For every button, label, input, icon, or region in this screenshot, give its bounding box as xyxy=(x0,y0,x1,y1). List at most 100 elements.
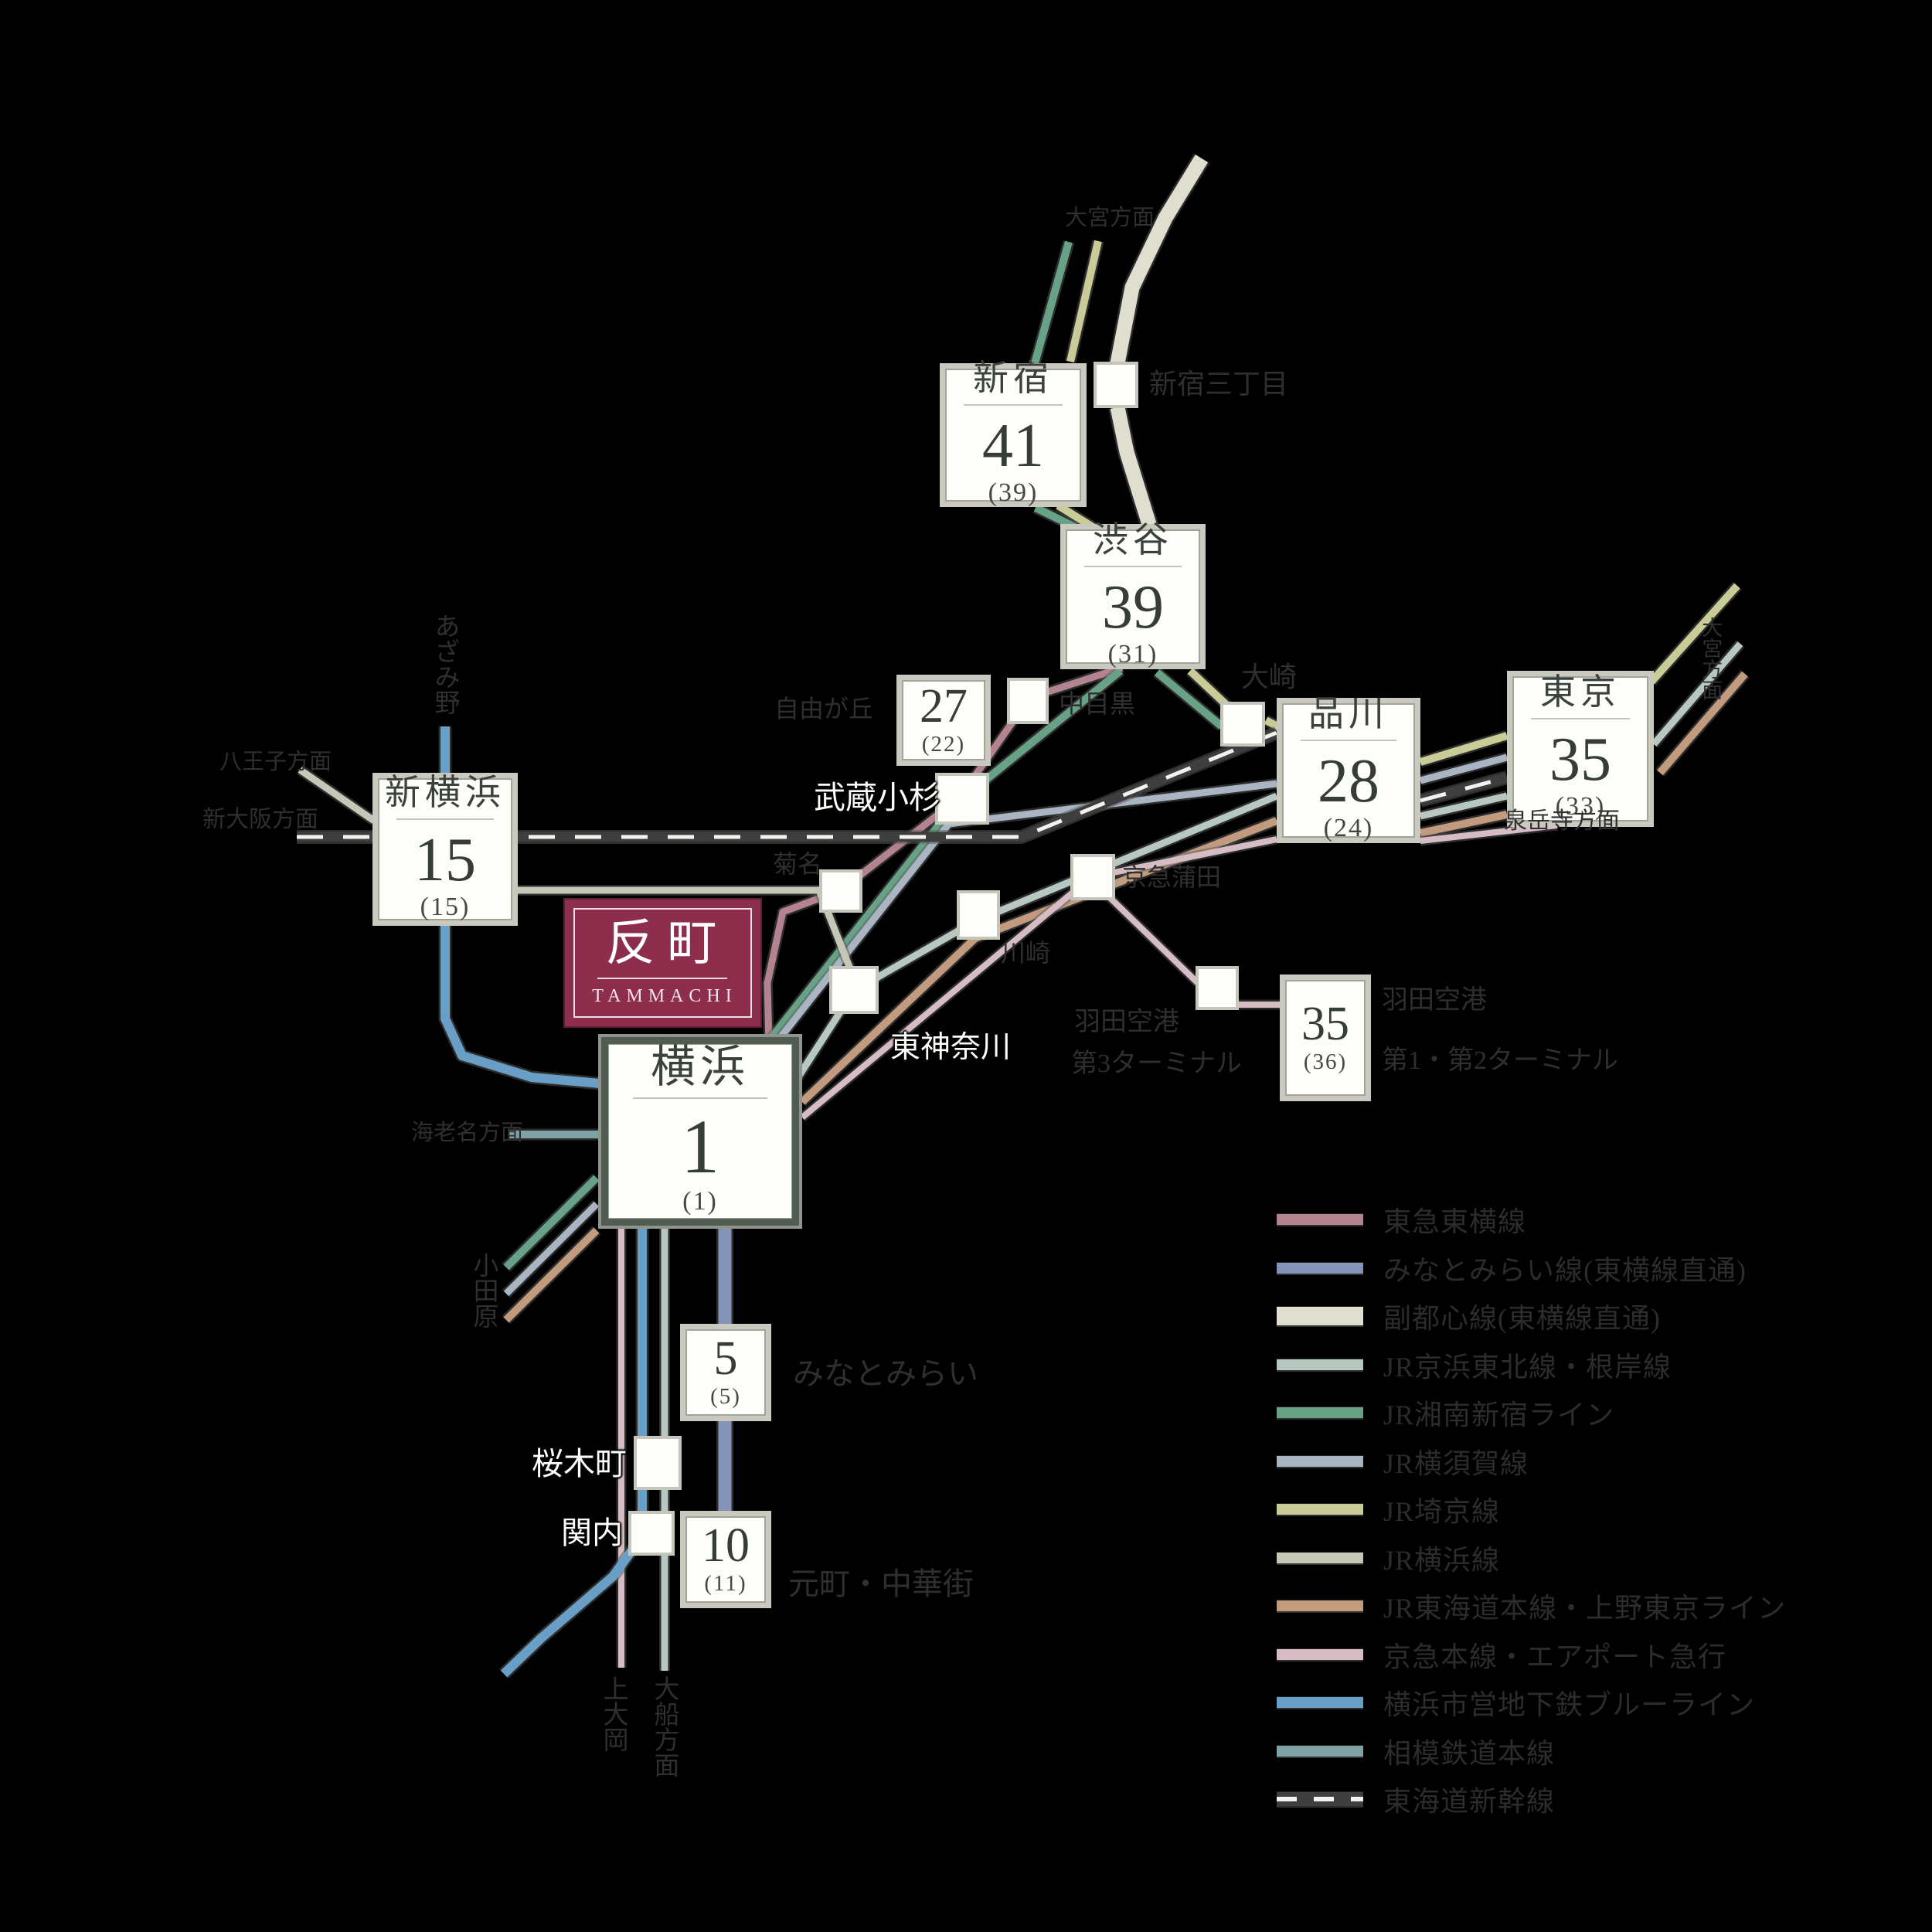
tokaido-ueno-tokyo-line xyxy=(1657,671,1748,776)
travel-minutes-alt: (39) xyxy=(988,478,1039,507)
station-name: 新横浜 xyxy=(385,772,505,812)
station-box-musashi-kosugi-min: 27(22) xyxy=(896,675,991,766)
travel-minutes: 5 xyxy=(713,1332,738,1385)
saikyo-line xyxy=(1648,583,1740,685)
station-box-shinjuku: 新宿 41(39) xyxy=(940,360,1087,507)
blue-line-line xyxy=(440,926,600,1088)
faded-label-海老名方面: 海老名方面 xyxy=(411,1121,524,1145)
station-box-inner: 35(36) xyxy=(1285,980,1366,1096)
legend-row-京急本線・エアポート急行: 京急本線・エアポート急行 xyxy=(1277,1638,1726,1672)
station-box-minatomirai-min: 5(5) xyxy=(680,1324,771,1421)
station-label-桜木町: 桜木町 xyxy=(532,1446,627,1481)
station-box-inner: 10(11) xyxy=(685,1516,766,1603)
legend-swatch xyxy=(1277,1359,1363,1370)
fukutoshin-line xyxy=(1110,406,1159,534)
tokaido-ueno-tokyo-line xyxy=(503,1227,600,1323)
shonan-shinjuku-line xyxy=(503,1175,600,1270)
station-marker-haneda-t3 xyxy=(1196,966,1239,1010)
faded-label-新宿三丁目: 新宿三丁目 xyxy=(1149,369,1289,400)
legend-label: JR横浜線 xyxy=(1383,1544,1501,1576)
station-name: 品川 xyxy=(1308,693,1389,733)
shonan-shinjuku-line xyxy=(1154,669,1225,730)
tokaido-ueno-tokyo-line xyxy=(1419,811,1509,837)
station-box-inner: 品川 28(24) xyxy=(1282,696,1415,842)
legend-label: 京急本線・エアポート急行 xyxy=(1383,1641,1727,1672)
travel-minutes-alt: (36) xyxy=(1303,1049,1348,1074)
travel-minutes-alt: (5) xyxy=(710,1383,741,1409)
faded-label-自由が丘: 自由が丘 xyxy=(774,695,874,723)
faded-label-小田原: 小田原 xyxy=(468,1252,497,1328)
station-name: 渋谷 xyxy=(1093,519,1173,560)
legend-row-みなとみらい線(東横線直通): みなとみらい線(東横線直通) xyxy=(1277,1251,1747,1286)
legend-swatch xyxy=(1277,1600,1363,1611)
jr-yokohama-line-line xyxy=(298,767,376,824)
legend-swatch xyxy=(1277,1745,1363,1757)
legend-swatch xyxy=(1277,1214,1363,1225)
tokaido-shinkansen-dashes xyxy=(297,730,1277,839)
station-marker-kannai xyxy=(628,1511,675,1556)
travel-minutes-alt: (31) xyxy=(1107,639,1158,668)
legend-label: 横浜市営地下鉄ブルーライン xyxy=(1383,1689,1756,1720)
faded-label-上大岡: 上大岡 xyxy=(598,1675,627,1752)
legend-swatch xyxy=(1277,1648,1363,1660)
legend-label: JR東海道本線・上野東京ライン xyxy=(1383,1593,1787,1624)
station-box-inner: 5(5) xyxy=(685,1329,766,1416)
legend-label: みなとみらい線(東横線直通) xyxy=(1383,1254,1747,1286)
property-station-romaji: TAMMACHI xyxy=(592,986,737,1006)
legend-swatch xyxy=(1277,1455,1363,1467)
faded-label-新大阪方面: 新大阪方面 xyxy=(202,807,318,832)
keihin-tohoku-negishi-line xyxy=(794,792,1278,1080)
yokosuka-line xyxy=(1419,753,1509,784)
faded-label-みなとみらい: みなとみらい xyxy=(793,1356,978,1391)
travel-minutes: 41 xyxy=(982,411,1044,480)
keihin-tohoku-negishi-line xyxy=(1651,641,1743,747)
station-name: 新宿 xyxy=(973,358,1053,398)
faded-label-第3ターミナル: 第3ターミナル xyxy=(1071,1049,1242,1078)
station-box-haneda-min: 35(36) xyxy=(1280,975,1371,1101)
station-name: 横浜 xyxy=(650,1041,750,1092)
station-box-motomachi-min: 10(11) xyxy=(680,1511,771,1608)
faded-label-大崎: 大崎 xyxy=(1241,662,1298,692)
legend-swatch xyxy=(1277,1792,1363,1806)
legend-swatch xyxy=(1277,1552,1363,1563)
keikyu-line xyxy=(1420,822,1558,844)
station-label-武蔵小杉: 武蔵小杉 xyxy=(814,780,940,815)
station-label-関内: 関内 xyxy=(561,1515,623,1550)
legend-swatch-dashes xyxy=(1277,1797,1363,1801)
legend-swatch xyxy=(1277,1262,1363,1274)
station-box-divider xyxy=(396,818,494,820)
travel-minutes: 35 xyxy=(1301,997,1349,1050)
station-box-divider xyxy=(1300,739,1397,741)
travel-minutes-alt: (22) xyxy=(921,731,966,757)
travel-minutes: 35 xyxy=(1549,725,1611,794)
station-box-inner: 新宿 41(39) xyxy=(945,360,1081,507)
travel-minutes-alt: (24) xyxy=(1323,813,1374,842)
faded-label-大宮方面: 大宮方面 xyxy=(1699,617,1723,700)
travel-minutes: 28 xyxy=(1318,747,1379,815)
faded-label-大宮方面: 大宮方面 xyxy=(1065,206,1155,230)
legend-label: JR湘南新宿ライン xyxy=(1383,1400,1615,1430)
legend-row-JR京浜東北線・根岸線: JR京浜東北線・根岸線 xyxy=(1277,1348,1672,1383)
station-marker-sakuragicho xyxy=(634,1436,682,1490)
station-marker-keikyu-kamata xyxy=(1070,854,1115,900)
station-marker-osaki xyxy=(1220,702,1265,747)
legend-label: 相模鉄道本線 xyxy=(1383,1737,1556,1769)
legend-row-JR横須賀線: JR横須賀線 xyxy=(1277,1444,1529,1479)
legend-label: 副都心線(東横線直通) xyxy=(1383,1303,1661,1334)
faded-label-八王子方面: 八王子方面 xyxy=(219,750,332,774)
faded-label-菊名: 菊名 xyxy=(773,850,823,878)
travel-minutes-alt: (1) xyxy=(682,1186,718,1216)
legend-row-東急東横線: 東急東横線 xyxy=(1277,1202,1526,1237)
faded-label-羽田空港: 羽田空港 xyxy=(1382,986,1487,1015)
legend-swatch xyxy=(1277,1504,1363,1515)
property-station-name: 反町 xyxy=(605,916,730,971)
faded-label-第1・第2ターミナル: 第1・第2ターミナル xyxy=(1382,1046,1618,1075)
faded-label-京急蒲田: 京急蒲田 xyxy=(1122,863,1222,891)
station-marker-kikuna xyxy=(819,869,862,913)
yokosuka-line xyxy=(503,1201,600,1297)
